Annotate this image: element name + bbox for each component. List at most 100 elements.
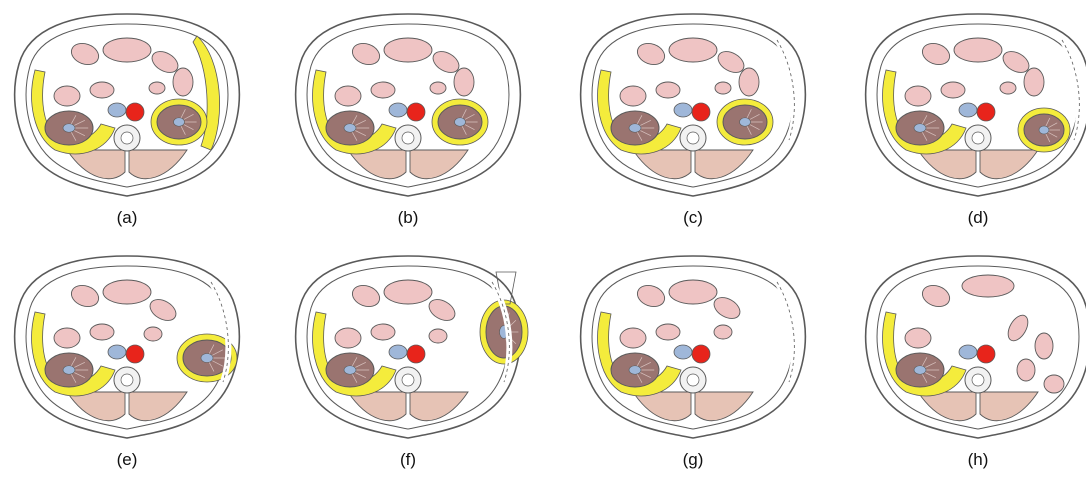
- bowel-loop: [430, 82, 446, 94]
- bowel-loop: [429, 329, 447, 343]
- cross-section-group: [15, 14, 240, 196]
- bowel-loop: [144, 327, 162, 341]
- renal-pelvis: [174, 118, 185, 127]
- aorta: [407, 345, 425, 363]
- panel-label: (g): [563, 450, 823, 470]
- cross-section-group: [581, 256, 806, 438]
- cross-section-group: [866, 256, 1086, 438]
- panel-label: (c): [563, 208, 823, 228]
- aorta: [977, 103, 995, 121]
- bowel-loop: [656, 324, 680, 340]
- panel-h: (h): [848, 242, 1086, 474]
- renal-pelvis: [201, 354, 213, 363]
- renal-pelvis: [629, 124, 641, 133]
- cross-section-diagram: [563, 0, 823, 210]
- bowel-loop: [90, 82, 114, 98]
- cross-section-diagram: [0, 242, 257, 452]
- panel-b: (b): [278, 0, 538, 232]
- aorta: [977, 345, 995, 363]
- bowel-loop: [90, 324, 114, 340]
- cross-section-diagram: [563, 242, 823, 452]
- inferior-vena-cava: [674, 103, 692, 117]
- bowel-loop: [371, 82, 395, 98]
- bowel-loop: [1044, 375, 1064, 393]
- bowel-loop: [715, 82, 731, 94]
- renal-pelvis: [63, 124, 75, 133]
- inferior-vena-cava: [959, 103, 977, 117]
- bowel-loop: [173, 68, 193, 96]
- bowel-loop: [335, 328, 361, 348]
- renal-pelvis: [629, 366, 641, 375]
- bowel-loop: [714, 325, 732, 339]
- bowel-loop: [149, 82, 165, 94]
- inferior-vena-cava: [959, 345, 977, 359]
- aorta: [692, 345, 710, 363]
- bowel-loop: [384, 280, 432, 304]
- aorta: [126, 345, 144, 363]
- spinal-canal: [121, 374, 133, 386]
- cross-section-group: [15, 256, 240, 438]
- bowel-loop: [1035, 333, 1053, 359]
- bowel-loop: [103, 38, 151, 62]
- bowel-loop: [1017, 359, 1035, 381]
- aorta: [126, 103, 144, 121]
- cross-section-group: [296, 14, 521, 196]
- cross-section-diagram: [278, 0, 538, 210]
- bowel-loop: [371, 324, 395, 340]
- bowel-loop: [1024, 68, 1044, 96]
- bowel-loop: [54, 86, 80, 106]
- renal-pelvis: [63, 366, 75, 375]
- aorta: [692, 103, 710, 121]
- cross-section-diagram: [848, 0, 1086, 210]
- spinal-canal: [972, 132, 984, 144]
- renal-pelvis: [1039, 126, 1049, 134]
- bowel-loop: [739, 68, 759, 96]
- spinal-canal: [687, 132, 699, 144]
- cross-section-diagram: [278, 242, 538, 452]
- spinal-canal: [121, 132, 133, 144]
- bowel-loop: [954, 38, 1002, 62]
- panel-label: (h): [848, 450, 1086, 470]
- inferior-vena-cava: [108, 345, 126, 359]
- cross-section-group: [581, 14, 806, 196]
- panel-label: (d): [848, 208, 1086, 228]
- renal-pelvis: [914, 366, 926, 375]
- renal-pelvis: [455, 118, 466, 127]
- bowel-loop: [620, 86, 646, 106]
- bowel-loop: [905, 86, 931, 106]
- renal-pelvis: [740, 118, 751, 127]
- bowel-loop: [54, 328, 80, 348]
- panel-label: (b): [278, 208, 538, 228]
- panel-e: (e): [0, 242, 257, 474]
- bowel-loop: [669, 280, 717, 304]
- panel-f: (f): [278, 242, 538, 474]
- bowel-loop: [384, 38, 432, 62]
- panel-label: (e): [0, 450, 257, 470]
- cross-section-group: [296, 256, 528, 438]
- bowel-loop: [941, 82, 965, 98]
- spinal-canal: [402, 132, 414, 144]
- inferior-vena-cava: [389, 103, 407, 117]
- inferior-vena-cava: [108, 103, 126, 117]
- cross-section-group: [866, 14, 1086, 196]
- inferior-vena-cava: [389, 345, 407, 359]
- spinal-canal: [402, 374, 414, 386]
- spinal-canal: [687, 374, 699, 386]
- bowel-loop: [669, 38, 717, 62]
- bowel-loop: [454, 68, 474, 96]
- renal-pelvis: [344, 366, 356, 375]
- bowel-loop: [620, 328, 646, 348]
- panel-g: (g): [563, 242, 823, 474]
- bowel-loop: [1000, 82, 1016, 94]
- panel-label: (f): [278, 450, 538, 470]
- cross-section-diagram: [848, 242, 1086, 452]
- panel-c: (c): [563, 0, 823, 232]
- bowel-loop: [905, 328, 931, 348]
- panel-d: (d): [848, 0, 1086, 232]
- bowel-loop: [656, 82, 680, 98]
- panel-a: (a): [0, 0, 257, 232]
- panel-label: (a): [0, 208, 257, 228]
- renal-pelvis: [914, 124, 926, 133]
- bowel-loop: [962, 275, 1014, 297]
- bowel-loop: [335, 86, 361, 106]
